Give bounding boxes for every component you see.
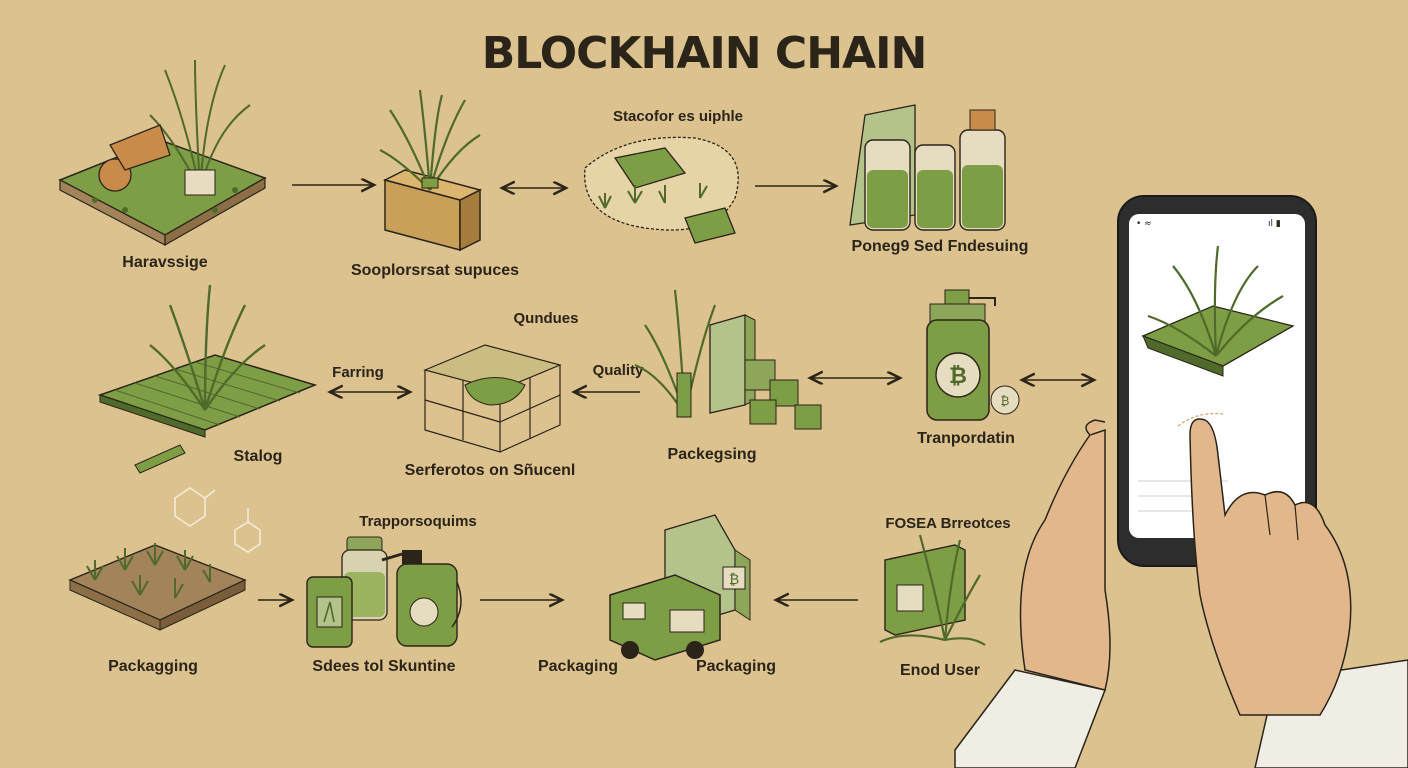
- node-label-6: Packegsing: [667, 446, 757, 463]
- bottle-icon: [849, 104, 1006, 231]
- svg-text:₿: ₿: [729, 572, 739, 588]
- quarantine-cube-icon: [423, 344, 562, 453]
- node-label-3: Poneg9 Sed Fndesuing: [851, 238, 1029, 255]
- svg-text:₿: ₿: [949, 364, 967, 389]
- svg-text:ıl ▮: ıl ▮: [1268, 219, 1281, 229]
- svg-text:₿: ₿: [1001, 394, 1010, 408]
- storage-plot-icon: [584, 136, 739, 244]
- node-label-8: Packagging: [108, 658, 198, 675]
- caption-4: Quality: [592, 362, 644, 379]
- cut-grass-icon: [97, 284, 318, 474]
- node-label-12: Enod User: [899, 662, 981, 679]
- jars-icon: [306, 536, 462, 648]
- node-label-2: Sooplorsrsat supuces: [350, 262, 520, 279]
- harvest-field-icon: [58, 59, 267, 247]
- node-label-5: Serferotos on Sñucenl: [404, 462, 576, 479]
- bitcoin-icon: ₿ ₿: [926, 289, 1020, 421]
- end-user-box-icon: [879, 534, 986, 646]
- caption-2: Farring: [332, 364, 384, 381]
- node-label-4: Stalog: [233, 448, 283, 465]
- diagram-title: BLOCKHAIN CHAIN: [481, 28, 928, 79]
- node-label-1: Haravssige: [122, 254, 208, 271]
- node-label-7: Tranpordatin: [917, 430, 1015, 447]
- packaging-icon: [634, 289, 822, 430]
- node-label-11: Packaging: [695, 658, 777, 675]
- molecule-icon: [174, 487, 261, 553]
- seedling-soil-icon: [68, 543, 247, 631]
- pointing-hand-icon: [1189, 418, 1352, 716]
- node-label-9: Sdees tol Skuntine: [312, 658, 456, 675]
- caption-6: FOSEA Brreotces: [885, 515, 1011, 532]
- truck-icon: ₿: [609, 514, 751, 661]
- caption-5: Trapporsoquims: [359, 513, 477, 530]
- grass-bundle-icon: [379, 89, 483, 252]
- caption-1: Stacofor es uiphle: [612, 108, 744, 125]
- svg-text:• ≈: • ≈: [1136, 219, 1152, 229]
- caption-3: Qundues: [513, 310, 579, 327]
- node-label-10: Packaging: [537, 658, 619, 675]
